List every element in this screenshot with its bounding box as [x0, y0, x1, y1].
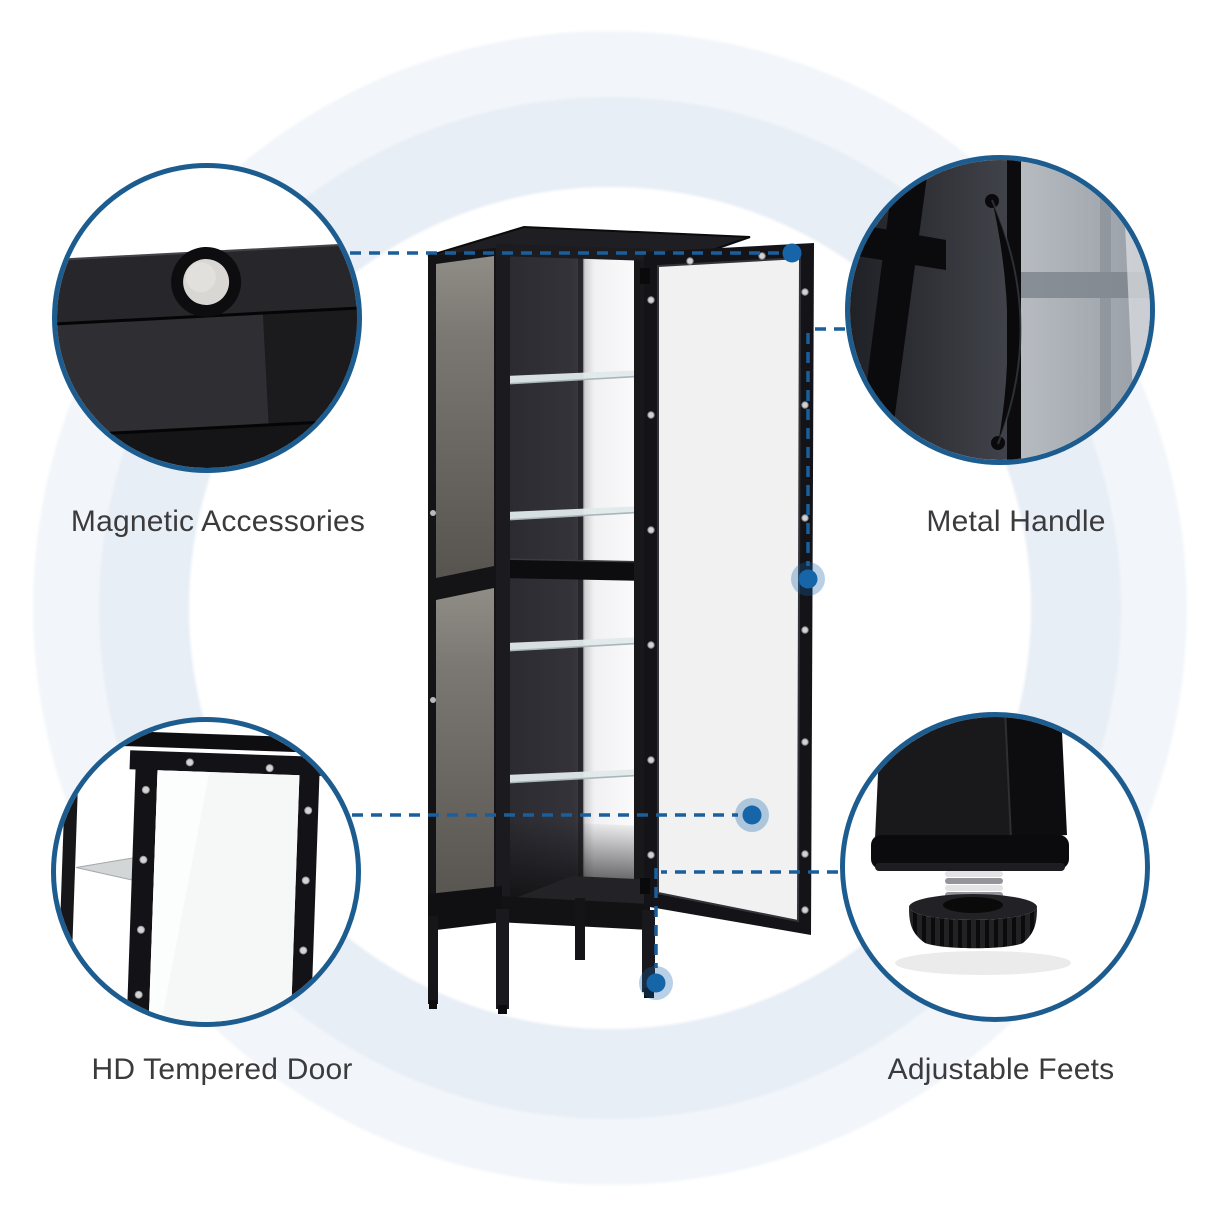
magnet-disc-closeup-photo: [57, 240, 357, 468]
side-glass-upper: [436, 256, 494, 578]
shelf-clip: [430, 510, 436, 516]
leader-dot-handle: [798, 569, 818, 589]
callout-hd-tempered-door: [51, 717, 361, 1027]
side-glass-lower: [436, 588, 494, 906]
leader-dot-magnetic: [782, 243, 802, 263]
adjustable-foot-closeup-photo: [871, 717, 1071, 975]
open-door: [640, 243, 814, 935]
leader-dot-feet: [646, 973, 666, 993]
label-adjustable-feets: Adjustable Feets: [887, 1053, 1115, 1086]
glass-door-closeup-photo: [56, 730, 337, 1022]
middle-divider: [502, 559, 646, 581]
door-glass: [657, 256, 802, 923]
side-bottom-rail: [428, 886, 502, 931]
callout-metal-handle: [845, 155, 1155, 465]
leader-lines: [350, 243, 845, 1000]
bow-handle: [985, 194, 1022, 450]
cabinet-body: [427, 225, 751, 1014]
label-hd-tempered-door: HD Tempered Door: [91, 1053, 353, 1086]
label-metal-handle: Metal Handle: [926, 505, 1106, 538]
callout-magnetic-accessories: [52, 163, 362, 473]
shelf-clip: [430, 697, 436, 703]
door-handle-closeup-photo: [850, 160, 1150, 460]
door-screws: [647, 252, 809, 914]
door-hinge-bottom: [640, 878, 650, 894]
cabinet-legs: [428, 898, 655, 1014]
door-hinge-top: [640, 268, 650, 284]
label-magnetic-accessories: Magnetic Accessories: [70, 505, 366, 538]
callout-adjustable-feets: [840, 712, 1150, 1022]
front-top-rail: [496, 244, 650, 261]
leader-dot-door: [742, 805, 762, 825]
front-left-post: [496, 244, 510, 909]
front-bottom-rail: [496, 896, 650, 930]
